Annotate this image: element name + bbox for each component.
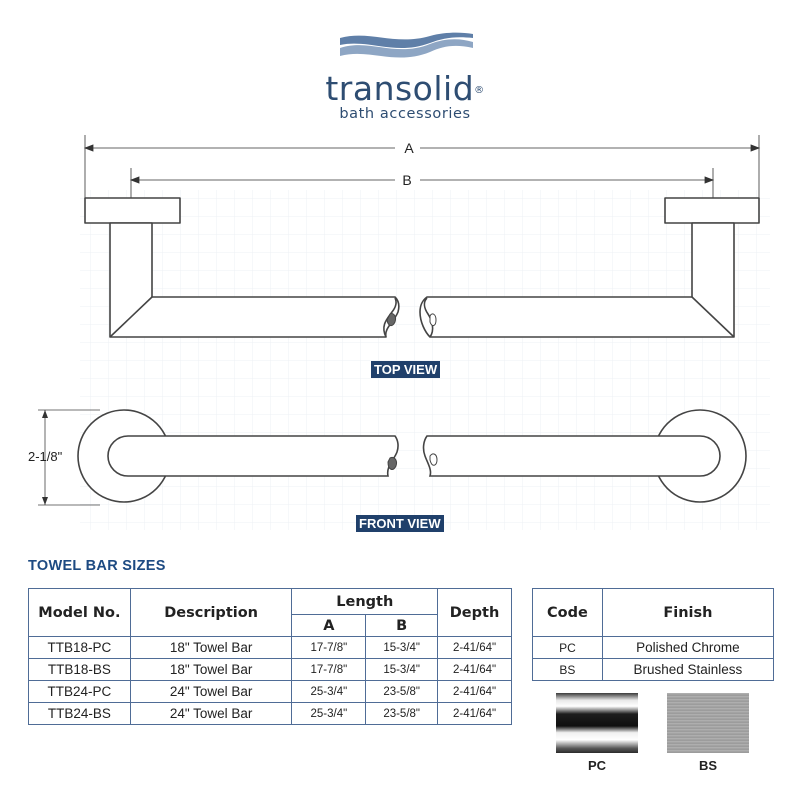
technical-drawing: A B 2-1/8" [28,135,770,530]
top-view-label: TOP VIEW [371,361,441,378]
sizes-table: Model No. Description Length Depth A B T… [28,588,512,725]
description-cell: 18" Towel Bar [129,658,293,681]
dimension-a [83,135,761,215]
model-cell: TTB18-PC [28,636,131,659]
code-cell: BS [532,658,603,681]
brand-tagline: bath accessories [339,106,471,122]
depth-cell: 2-41/64" [437,680,512,703]
front-view-drawing [38,409,747,506]
model-cell: TTB18-BS [28,658,131,681]
finish-table: Code Finish PC Polished Chrome BS Brushe… [532,588,775,681]
brand-logo: transolid® bath accessories [320,30,490,130]
length-b-cell: 23-5/8" [365,702,439,725]
table-row: TTB24-PC 24" Towel Bar 25-3/4" 23-5/8" 2… [28,680,512,703]
polished-chrome-swatch [556,693,638,753]
description-cell: 24" Towel Bar [129,680,293,703]
length-b-cell: 15-3/4" [365,636,439,659]
depth-cell: 2-41/64" [437,658,512,681]
table-row: PC Polished Chrome [532,636,775,659]
length-a-header: A [291,614,367,637]
depth-header: Depth [437,588,512,637]
dimension-b-label: B [402,172,411,188]
model-cell: TTB24-BS [28,702,131,725]
depth-cell: 2-41/64" [437,636,512,659]
description-cell: 24" Towel Bar [129,702,293,725]
table-row: TTB24-BS 24" Towel Bar 25-3/4" 23-5/8" 2… [28,702,512,725]
finish-cell: Brushed Stainless [601,658,775,681]
code-header: Code [532,588,603,637]
dimension-b [129,168,715,222]
towel-bar-sizes-title: TOWEL BAR SIZES [28,558,166,574]
code-cell: PC [532,636,603,659]
brand-name: transolid® [325,69,485,108]
length-a-cell: 25-3/4" [291,680,367,703]
front-view-label: FRONT VIEW [356,515,444,532]
table-row: TTB18-BS 18" Towel Bar 17-7/8" 15-3/4" 2… [28,658,512,681]
bs-swatch-label: BS [698,758,718,773]
length-header: Length [291,588,439,615]
table-row: TTB18-PC 18" Towel Bar 17-7/8" 15-3/4" 2… [28,636,512,659]
length-b-cell: 15-3/4" [365,658,439,681]
length-b-cell: 23-5/8" [365,680,439,703]
model-cell: TTB24-PC [28,680,131,703]
length-a-cell: 17-7/8" [291,658,367,681]
table-row: BS Brushed Stainless [532,658,775,681]
model-header: Model No. [28,588,131,637]
description-header: Description [129,588,293,637]
top-view-drawing [84,197,760,338]
length-b-header: B [365,614,439,637]
description-cell: 18" Towel Bar [129,636,293,659]
finish-cell: Polished Chrome [601,636,775,659]
brushed-stainless-swatch [667,693,749,753]
length-a-cell: 17-7/8" [291,636,367,659]
wave-logo-icon [340,32,473,58]
pc-swatch-label: PC [587,758,607,773]
dimension-a-label: A [404,140,414,156]
height-dimension-label: 2-1/8" [28,449,63,464]
finish-header: Finish [601,588,775,637]
length-a-cell: 25-3/4" [291,702,367,725]
depth-cell: 2-41/64" [437,702,512,725]
